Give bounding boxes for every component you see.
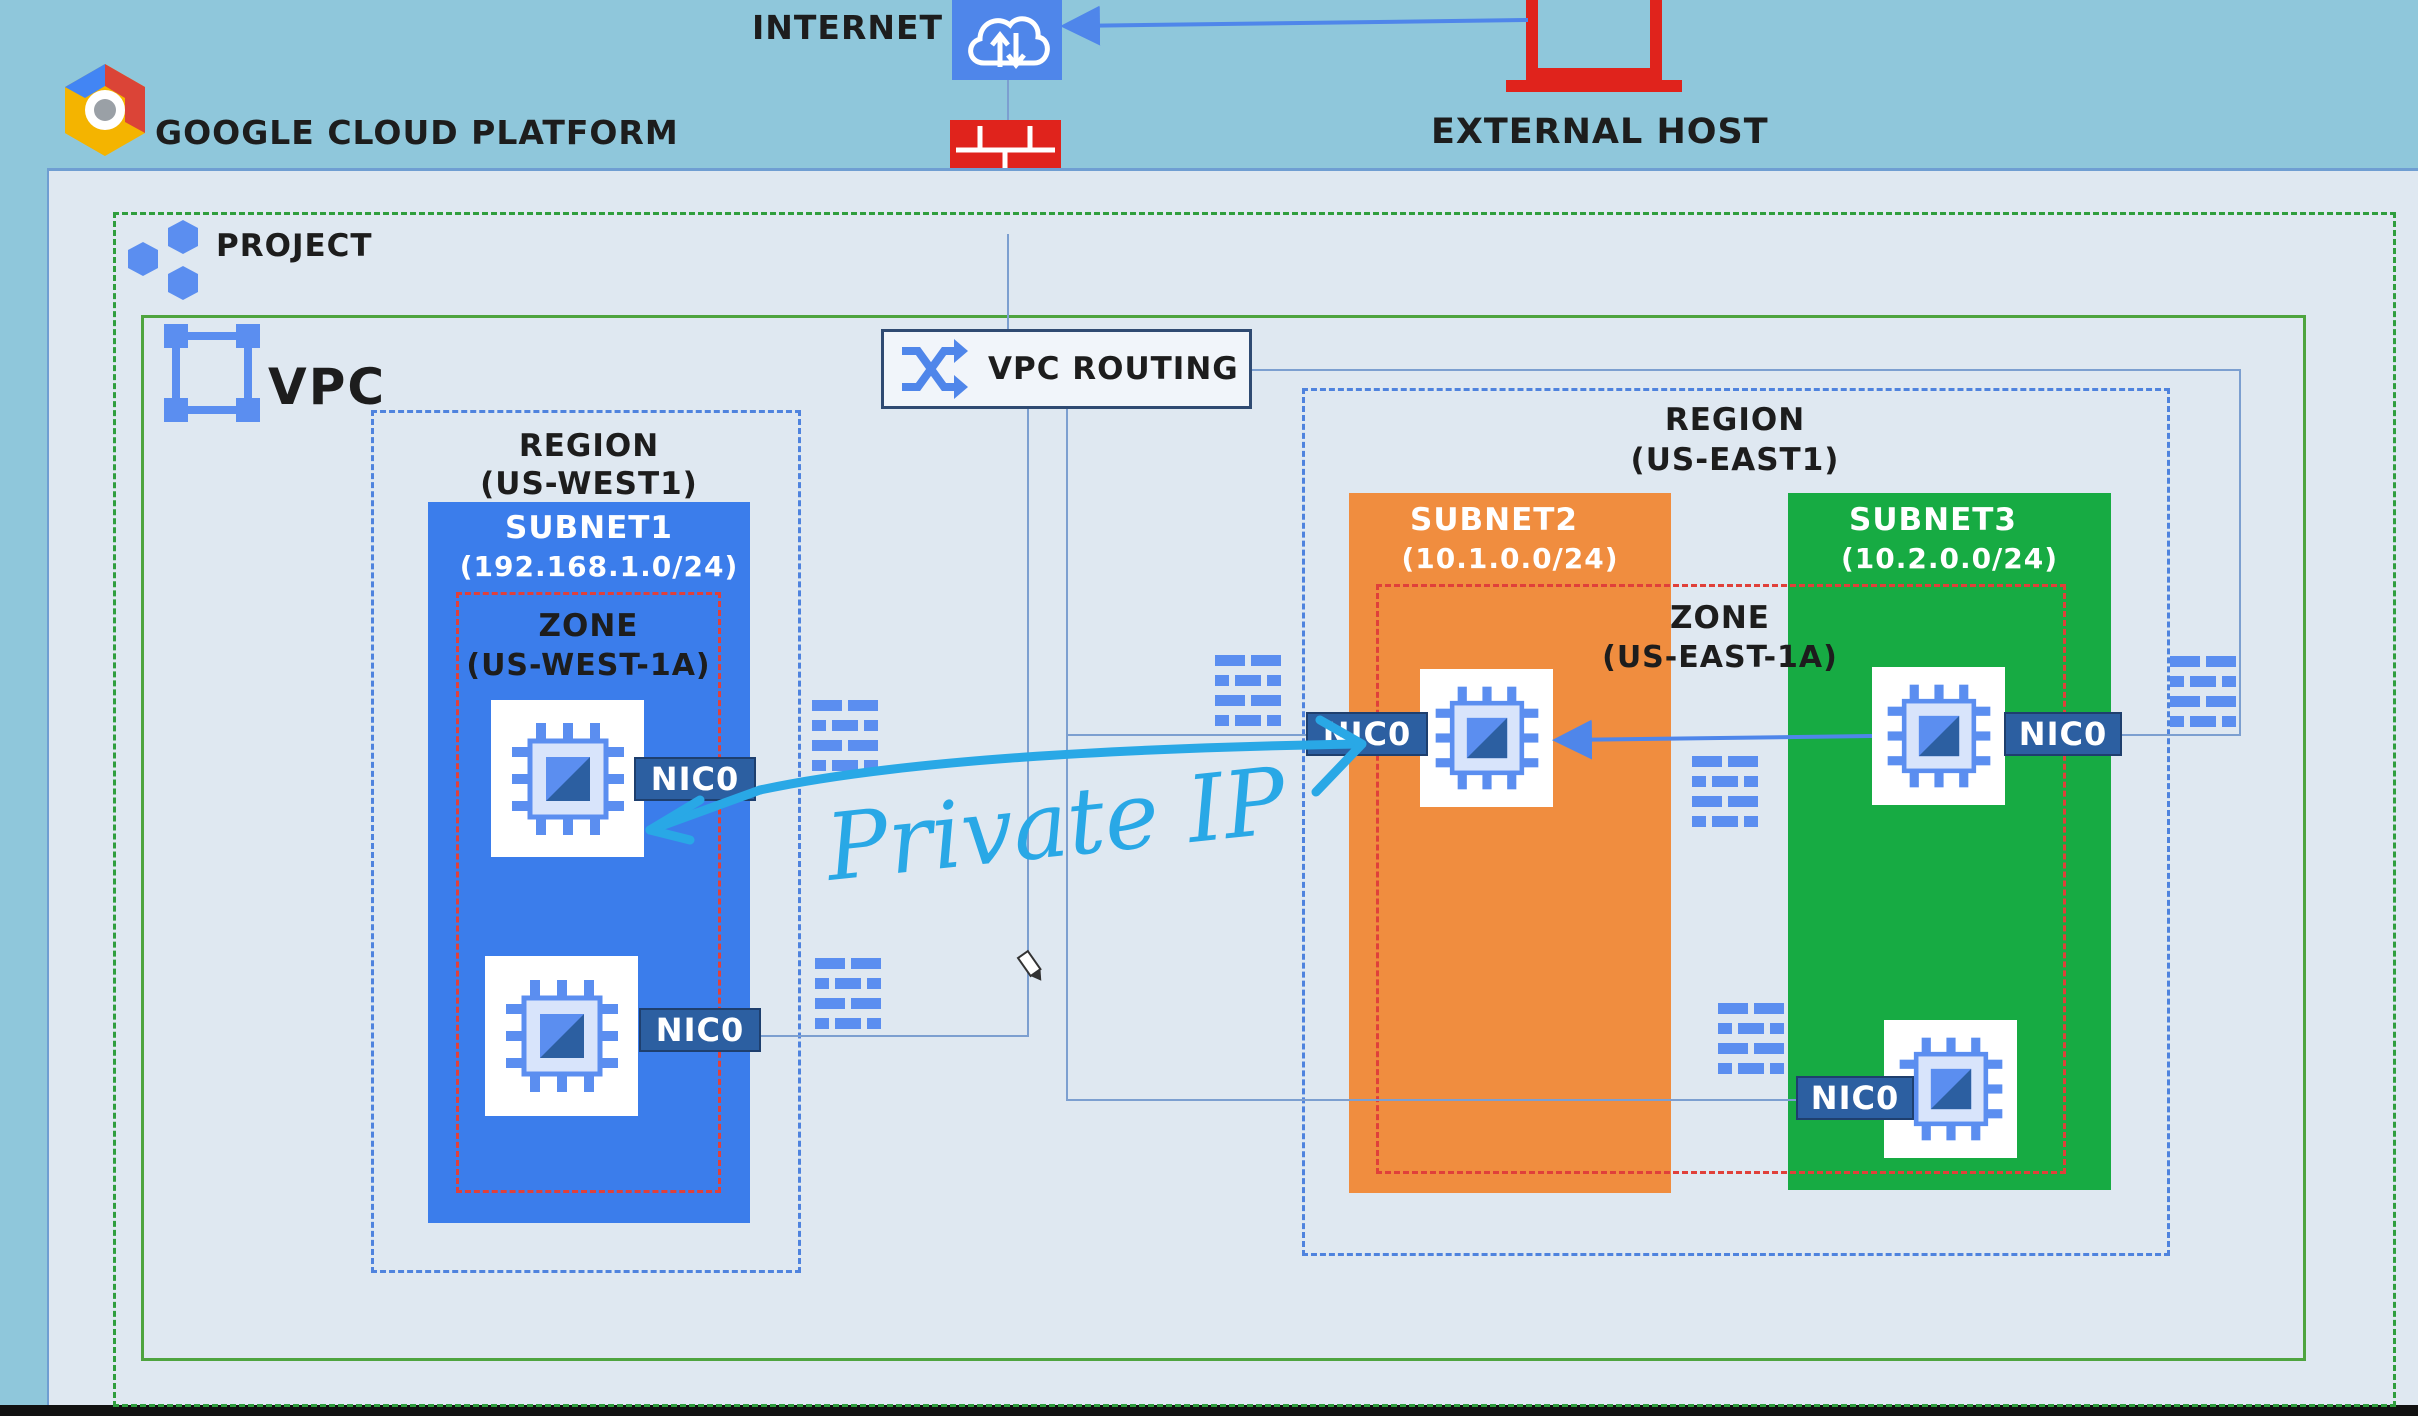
nic0-subnet3-1[interactable]: NIC0 — [2004, 712, 2122, 756]
vm-chip-icon — [1899, 1037, 2002, 1141]
zone-west-name: (US-WEST-1A) — [466, 648, 711, 683]
zone-west-title: ZONE — [538, 608, 639, 644]
firewall-rule-icon — [815, 958, 881, 1029]
external-host-arrow — [1060, 5, 1529, 46]
firewall-rule-icon — [1215, 655, 1281, 726]
routing-icon — [902, 339, 968, 399]
vm-subnet2[interactable] — [1420, 669, 1553, 807]
firewall-rule-icon — [2170, 656, 2236, 727]
vm-chip-icon — [511, 722, 624, 835]
zone-us-west-1a — [456, 592, 721, 1193]
external-host-label: EXTERNAL HOST — [1431, 112, 1769, 152]
vpc-boundary — [141, 315, 2306, 1361]
vpc-label: VPC — [268, 358, 387, 416]
vm-subnet3-1[interactable] — [1872, 667, 2005, 805]
vm-west-1[interactable] — [491, 700, 644, 857]
vm-chip-icon — [1887, 684, 1990, 788]
nic0-subnet3-2[interactable]: NIC0 — [1796, 1076, 1914, 1120]
region-east-title: REGION — [1664, 402, 1806, 438]
vm-chip-icon — [1435, 686, 1538, 790]
region-west-title: REGION — [518, 428, 660, 464]
subnet2-cidr: (10.1.0.0/24) — [1401, 542, 1619, 575]
vpc-icon — [164, 324, 260, 422]
region-east-name: (US-EAST1) — [1630, 442, 1840, 478]
vpc-routing-label: VPC ROUTING — [988, 351, 1239, 387]
project-boundary — [113, 212, 2396, 1407]
project-label: PROJECT — [216, 228, 373, 264]
vm-west-2[interactable] — [485, 956, 638, 1116]
region-west-name: (US-WEST1) — [480, 466, 698, 502]
subnet1-cidr: (192.168.1.0/24) — [459, 550, 739, 583]
subnet3-cidr: (10.2.0.0/24) — [1840, 542, 2059, 575]
vm-chip-icon — [505, 980, 618, 1092]
bottom-strip — [0, 1405, 2418, 1416]
subnet1-name: SUBNET1 — [505, 510, 673, 546]
zone-east-name: (US-EAST-1A) — [1602, 640, 1838, 675]
firewall-rule-icon — [1718, 1003, 1784, 1074]
vpc-routing-box: VPC ROUTING — [881, 329, 1252, 409]
subnet3-name: SUBNET3 — [1849, 502, 2017, 538]
internet-label: INTERNET — [752, 8, 944, 47]
subnet2-name: SUBNET2 — [1410, 502, 1578, 538]
nic0-subnet2[interactable]: NIC0 — [1306, 712, 1428, 756]
external-host-icon — [1506, 0, 1682, 92]
zone-east-title: ZONE — [1670, 600, 1770, 636]
nic0-west-2[interactable]: NIC0 — [639, 1008, 761, 1052]
project-icon — [128, 220, 198, 300]
internet-cloud-icon — [952, 0, 1062, 80]
gcp-logo-icon — [65, 64, 145, 156]
platform-title: GOOGLE CLOUD PLATFORM — [155, 113, 679, 152]
firewall-rule-icon — [1692, 756, 1758, 827]
firewall-rule-icon — [812, 700, 878, 771]
nic0-west-1[interactable]: NIC0 — [634, 757, 756, 801]
vm-subnet3-2[interactable] — [1884, 1020, 2017, 1158]
